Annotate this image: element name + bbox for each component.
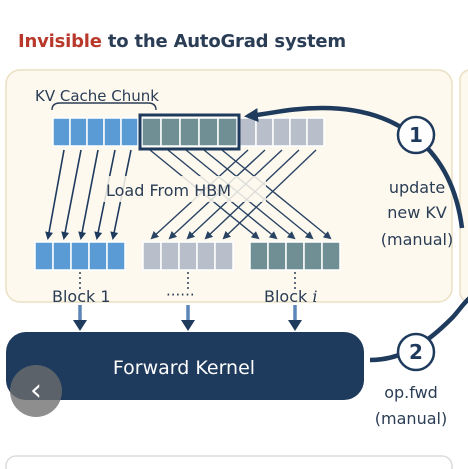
block-row-i [249,241,341,271]
block-dotted-connectors [79,272,296,290]
block-1-label: Block 1 [52,287,111,306]
carousel-prev-button[interactable]: ‹ [10,365,62,417]
load-label-halo [98,176,266,202]
step-1-line-1: update [389,178,445,197]
update-kv-arrow [244,105,465,229]
kernel-input-arrowheads [73,320,302,331]
load-from-hbm-label: Load From HBM [106,181,231,200]
slide-heading: Invisible to the AutoGrad system [18,31,346,52]
step-2-number: 2 [409,340,423,364]
op-fwd-arrow [369,296,468,363]
kernel-input-arrows [78,305,297,322]
step-1-badge: 1 [396,115,436,155]
step-2-line-1: op.fwd [384,383,438,402]
next-card-edge [5,455,453,469]
cache-chunk-label: KV Cache Chunk [35,87,159,105]
block-row-1 [34,241,126,271]
new-kv-highlight [138,113,241,151]
block-i-index: i [312,287,317,306]
chevron-left-icon: ‹ [30,373,42,408]
block-i-label: Block i [264,287,317,306]
cache-row [52,117,325,147]
block-ellipsis: ······ [166,286,195,304]
step-1-line-3: (manual) [381,230,453,249]
block-i-prefix: Block [264,287,312,306]
heading-accent: Invisible [18,31,102,52]
step-2-line-2: (manual) [375,409,447,428]
step-1-line-2: new KV [387,203,447,222]
side-panel-edge [459,69,468,303]
forward-kernel-label: Forward Kernel [113,357,255,379]
heading-rest: to the AutoGrad system [101,31,346,52]
forward-kernel-box [6,332,364,400]
block-row-middle [142,241,234,271]
step-2-badge: 2 [396,332,436,372]
cache-chunk-brace [51,102,157,111]
step-1-number: 1 [409,123,423,147]
